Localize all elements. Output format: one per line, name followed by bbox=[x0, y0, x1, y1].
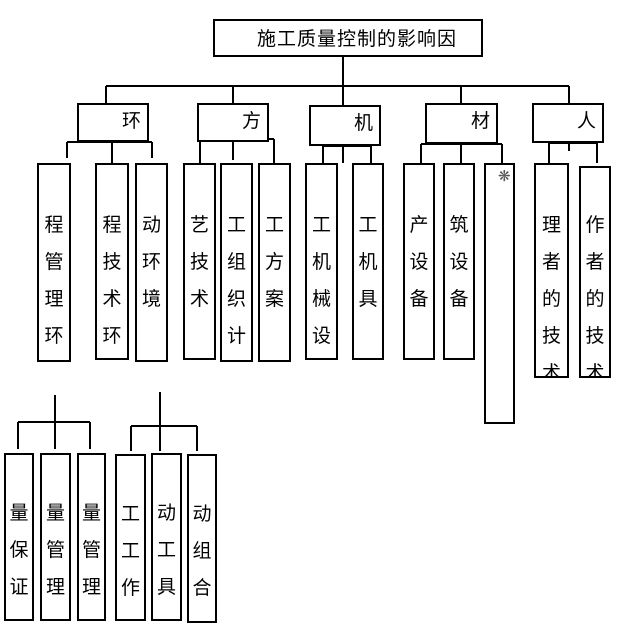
factor-label: 作者的技术 bbox=[585, 214, 605, 378]
factor-node: 艺技术 bbox=[183, 163, 216, 360]
category-label: 环 bbox=[121, 110, 141, 132]
subfactor-label: 动组合 bbox=[192, 503, 212, 599]
subfactor-label: 量管理 bbox=[45, 502, 65, 598]
category-node: 机 bbox=[309, 105, 381, 146]
subfactor-label: 工工作 bbox=[120, 503, 140, 599]
subfactor-label: 量保证 bbox=[9, 502, 29, 598]
category-node: 材 bbox=[425, 103, 498, 144]
category-label: 人 bbox=[576, 110, 596, 132]
factor-node: 产设备 bbox=[403, 163, 435, 360]
factor-label: 工组织计 bbox=[226, 214, 246, 347]
factor-node: 动环境 bbox=[135, 163, 168, 362]
subfactor-label: 量管理 bbox=[81, 502, 101, 598]
category-node: 方 bbox=[197, 103, 269, 142]
factor-label: 理者的技术 bbox=[541, 214, 561, 378]
subfactor-node: 量管理 bbox=[40, 453, 71, 621]
factor-node: 程技术环 bbox=[95, 163, 129, 360]
factor-node: 筑设备 bbox=[443, 163, 475, 360]
subfactor-node: 工工作 bbox=[115, 454, 146, 621]
root-title: 施工质量控制的影响因 bbox=[256, 28, 457, 50]
factor-label: 产设备 bbox=[409, 214, 429, 310]
factor-label: 程管理环 bbox=[44, 214, 64, 347]
factor-label: 程技术环 bbox=[102, 214, 122, 347]
factor-label: 筑设备 bbox=[449, 214, 469, 310]
factor-node: 程管理环 bbox=[37, 163, 71, 362]
category-label: 方 bbox=[241, 110, 261, 132]
subfactor-node: 量管理 bbox=[77, 453, 106, 621]
factor-node: 工机具 bbox=[352, 163, 384, 360]
factor-node: 理者的技术 bbox=[534, 163, 569, 378]
factor-label: 工方案 bbox=[264, 214, 284, 310]
subfactor-node: 动工具 bbox=[151, 453, 182, 621]
factor-label: 工机械设 bbox=[311, 214, 331, 347]
factor-label: 艺技术 bbox=[189, 214, 209, 310]
factor-node: 工方案 bbox=[258, 163, 291, 362]
factor-label: 动环境 bbox=[141, 214, 161, 310]
category-label: 材 bbox=[470, 110, 490, 132]
factor-node: ❋ bbox=[484, 163, 515, 424]
category-node: 环 bbox=[77, 103, 149, 142]
factor-node: 工组织计 bbox=[220, 163, 253, 362]
image-fragment-icon: ❋ bbox=[498, 167, 511, 185]
category-node: 人 bbox=[532, 103, 604, 143]
root-node: 施工质量控制的影响因 bbox=[213, 19, 483, 57]
factor-label: 工机具 bbox=[358, 214, 378, 310]
subfactor-label: 动工具 bbox=[156, 502, 176, 598]
factor-node: 作者的技术 bbox=[579, 166, 611, 378]
subfactor-node: 量保证 bbox=[4, 453, 34, 621]
factor-node: 工机械设 bbox=[305, 163, 338, 360]
subfactor-node: 动组合 bbox=[187, 454, 217, 623]
category-label: 机 bbox=[353, 112, 373, 134]
